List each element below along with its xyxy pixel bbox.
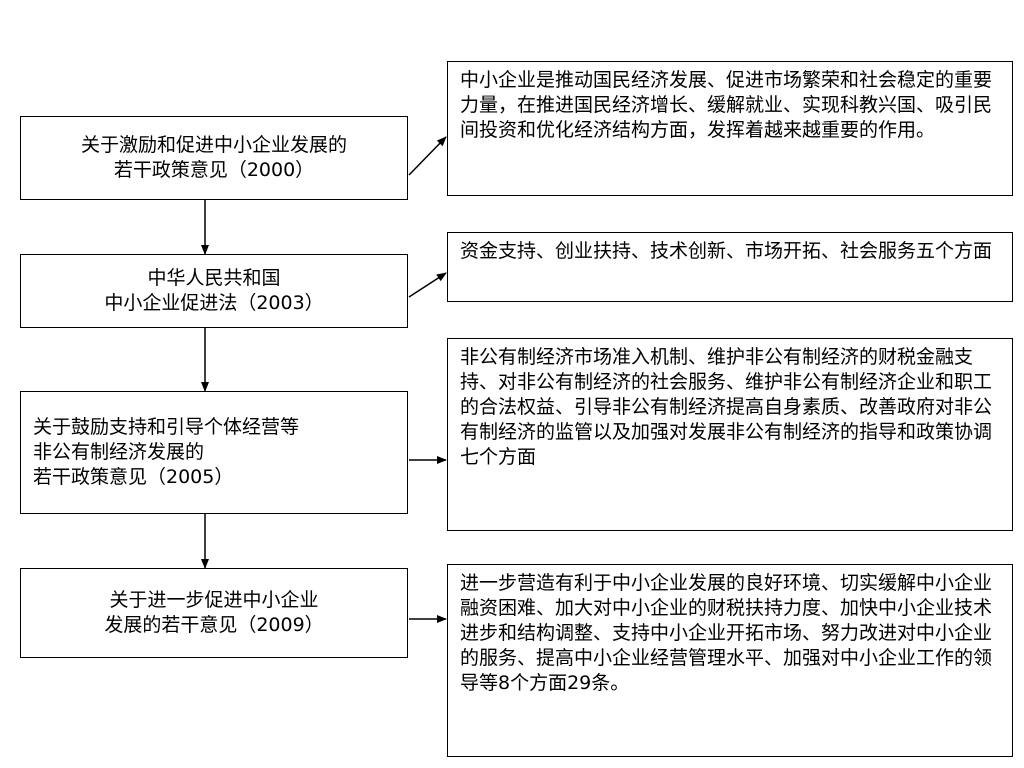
policy-title-2003: 中华人民共和国 中小企业促进法（2003） [104,267,324,314]
policy-content-2009: 进一步营造有利于中小企业发展的良好环境、切实缓解中小企业融资困难、加大对中小企业… [460,572,993,694]
policy-content-box-2009: 进一步营造有利于中小企业发展的良好环境、切实缓解中小企业融资困难、加大对中小企业… [447,564,1013,757]
policy-content-2000: 中小企业是推动国民经济发展、促进市场繁荣和社会稳定的重要力量，在推进国民经济增长… [460,69,993,141]
policy-title-2009: 关于进一步促进中小企业 发展的若干意见（2009） [104,589,324,636]
policy-title-box-2000: 关于激励和促进中小企业发展的 若干政策意见（2000） [20,116,408,200]
policy-content-box-2000: 中小企业是推动国民经济发展、促进市场繁荣和社会稳定的重要力量，在推进国民经济增长… [447,61,1013,196]
arrow-right-1 [408,136,447,176]
policy-content-2003: 资金支持、创业扶持、技术创新、市场开拓、社会服务五个方面 [460,240,993,262]
policy-title-2000: 关于激励和促进中小企业发展的 若干政策意见（2000） [80,134,347,181]
policy-content-box-2005: 非公有制经济市场准入机制、维护非公有制经济的财税金融支持、对非公有制经济的社会服… [447,338,1013,531]
policy-title-box-2009: 关于进一步促进中小企业 发展的若干意见（2009） [20,568,408,658]
policy-title-box-2003: 中华人民共和国 中小企业促进法（2003） [20,254,408,328]
policy-content-2005: 非公有制经济市场准入机制、维护非公有制经济的财税金融支持、对非公有制经济的社会服… [460,346,993,468]
policy-title-2005: 关于鼓励支持和引导个体经营等 非公有制经济发展的 若干政策意见（2005） [33,416,300,488]
arrow-right-2 [408,272,447,298]
policy-content-box-2003: 资金支持、创业扶持、技术创新、市场开拓、社会服务五个方面 [447,232,1013,302]
policy-title-box-2005: 关于鼓励支持和引导个体经营等 非公有制经济发展的 若干政策意见（2005） [20,391,408,514]
